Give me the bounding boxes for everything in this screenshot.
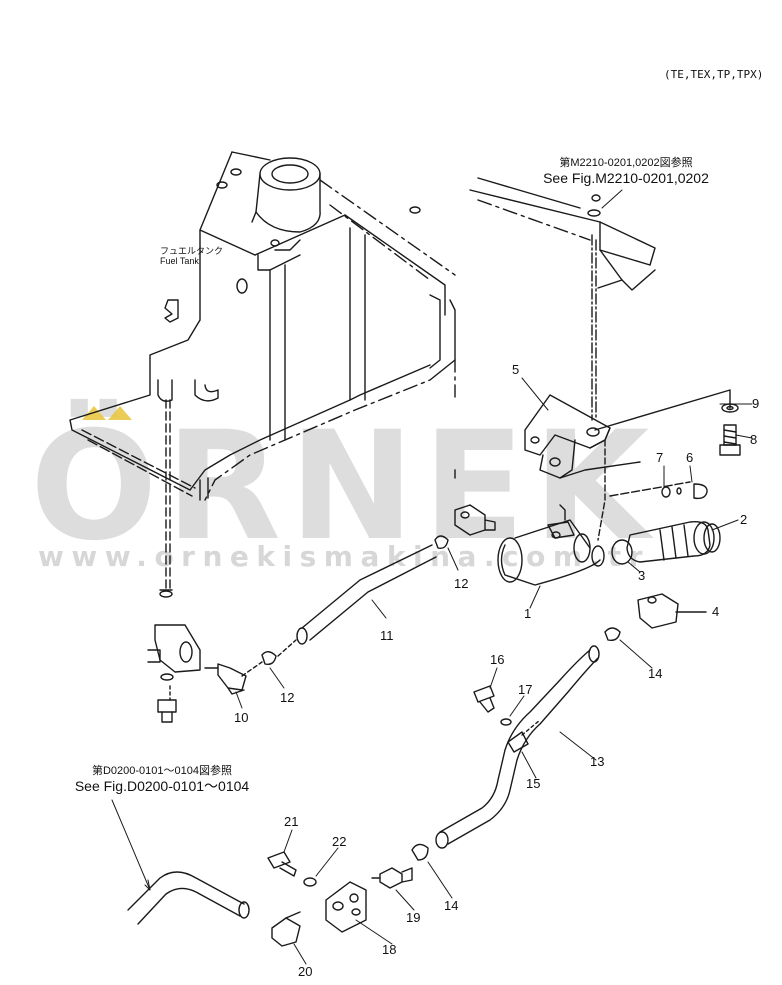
part-label-7: 7 <box>656 450 664 465</box>
part-label-15: 15 <box>526 776 541 791</box>
watermark-logo-text: ÖRNEK <box>30 400 658 574</box>
part-label-20: 20 <box>298 964 313 979</box>
part-label-1: 1 <box>524 606 532 621</box>
part-label-4: 4 <box>712 604 720 619</box>
part-16-bolt <box>473 685 495 713</box>
part-20-elbow <box>271 911 301 947</box>
part-label-21: 21 <box>284 814 299 829</box>
part-label-8: 8 <box>750 432 758 447</box>
part-10-elbow <box>204 661 263 695</box>
part-label-9: 9 <box>752 396 760 411</box>
fuel-tank-label: フュエルタンク Fuel Tank <box>160 246 223 266</box>
part-label-11: 11 <box>380 628 394 643</box>
fuel-tank-outline <box>69 151 456 501</box>
part-21-bolt <box>267 851 297 877</box>
part-4-elbow <box>637 593 707 629</box>
frame-member <box>469 177 656 421</box>
part-label-10: 10 <box>234 710 249 725</box>
part-label-14-lower: 14 <box>444 898 459 913</box>
part-label-12-lower: 12 <box>280 690 295 705</box>
upper-connector <box>454 469 496 536</box>
part-label-22: 22 <box>332 834 347 849</box>
part-13-hose <box>439 649 591 833</box>
part-15-clip <box>507 731 529 753</box>
part-6-clip <box>693 483 708 500</box>
part-label-5: 5 <box>512 362 520 377</box>
fuel-tank-label-en: Fuel Tank <box>160 256 199 266</box>
part-1-strainer-case <box>497 504 605 586</box>
leader-ref-bottom <box>111 799 151 891</box>
part-label-2: 2 <box>740 512 748 527</box>
model-code: (TE,TEX,TP,TPX) <box>664 68 764 81</box>
part-3-o-ring <box>611 539 633 565</box>
tank-drain-valve <box>147 399 201 723</box>
reference-bottom-en: See Fig.D0200-0101～0104 <box>74 778 250 794</box>
part-11-hose <box>301 544 433 629</box>
fuel-tank-label-jp: フュエルタンク <box>160 246 224 256</box>
part-5-bracket <box>524 389 731 541</box>
part-label-14-upper: 14 <box>648 666 663 681</box>
reference-top: 第M2210-0201,0202図参照 See Fig.M2210-0201,0… <box>526 156 726 186</box>
leader-ref-top <box>601 189 623 209</box>
part-label-16: 16 <box>490 652 505 667</box>
part-label-12-upper: 12 <box>454 576 469 591</box>
filler-neck <box>251 157 321 233</box>
leader-lines <box>235 377 753 965</box>
part-22-washer <box>303 877 317 887</box>
part-8-bolt <box>719 424 741 456</box>
part-14-clamp-lower <box>411 843 429 861</box>
part-2-strainer <box>626 520 721 563</box>
reference-bottom: 第D0200-0101～0104図参照 See Fig.D0200-0101～0… <box>52 764 272 794</box>
reference-top-jp: 第M2210-0201,0202図参照 <box>559 157 693 169</box>
part-label-17: 17 <box>518 682 533 697</box>
tank-holes <box>216 168 421 294</box>
reference-bottom-jp: 第D0200-0101～0104図参照 <box>91 765 233 777</box>
watermark-chevron-right <box>108 406 132 420</box>
part-17-washer <box>500 718 512 726</box>
reference-top-en: See Fig.M2210-0201,0202 <box>543 170 709 186</box>
part-label-19: 19 <box>406 910 421 925</box>
part-7-washer <box>661 486 671 498</box>
part-14-clamp-upper <box>604 627 621 642</box>
external-pipe <box>127 871 250 925</box>
part-label-3: 3 <box>638 568 646 583</box>
part-19-adapter <box>371 867 413 889</box>
watermark-url: www.ornekismakina.com.tr <box>38 540 650 573</box>
part-12-clamp-upper <box>434 535 449 550</box>
part-label-18: 18 <box>382 942 397 957</box>
part-12-clamp-lower <box>261 651 277 666</box>
part-18-bracket <box>325 881 367 933</box>
part-label-13: 13 <box>590 754 605 769</box>
tank-drain-fitting <box>157 299 219 402</box>
part-label-6: 6 <box>686 450 694 465</box>
